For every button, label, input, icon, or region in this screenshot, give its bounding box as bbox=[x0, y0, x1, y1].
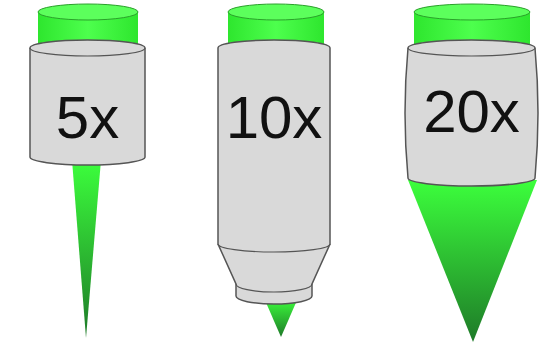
objective-body: 5x bbox=[30, 40, 145, 165]
objective-body: 20x bbox=[405, 40, 538, 186]
light-cone bbox=[408, 180, 537, 342]
objective-body: 10x bbox=[218, 40, 330, 304]
body-edge bbox=[408, 48, 535, 56]
body-shape bbox=[218, 40, 330, 304]
light-cone bbox=[72, 160, 101, 338]
body-shape bbox=[30, 40, 145, 165]
body-outline bbox=[218, 40, 330, 304]
magnification-label: 20x bbox=[423, 82, 520, 142]
magnification-label: 10x bbox=[226, 88, 323, 148]
body-edge bbox=[30, 48, 145, 56]
body-edge bbox=[218, 244, 330, 292]
magnification-label: 5x bbox=[56, 88, 119, 148]
body-shape bbox=[405, 40, 538, 186]
